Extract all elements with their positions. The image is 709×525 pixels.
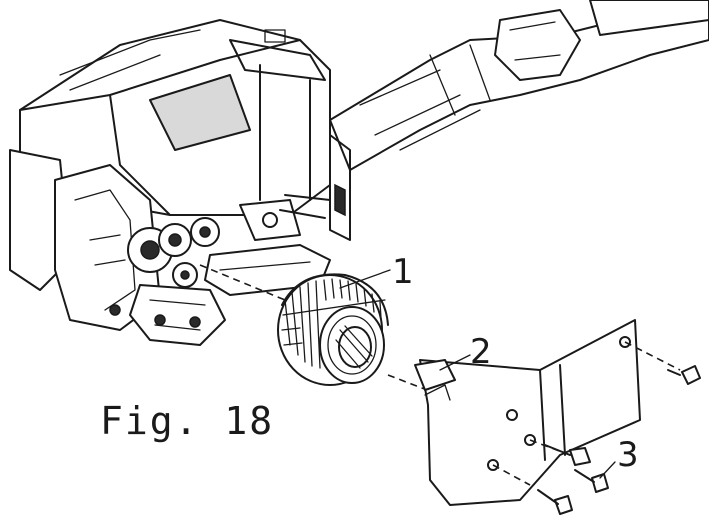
callout-3-label: 3 bbox=[617, 435, 639, 475]
part-3-screws bbox=[492, 341, 701, 515]
part-2-cover-plate bbox=[414, 319, 641, 506]
screw-middle bbox=[529, 439, 591, 466]
callout-1-leader bbox=[339, 269, 391, 289]
screw-bottom bbox=[492, 464, 573, 515]
figure-caption: Fig. 18 bbox=[100, 399, 275, 443]
handle-arm bbox=[329, 0, 709, 171]
callout-1-label: 1 bbox=[392, 252, 414, 292]
assembly-guide-line-2 bbox=[387, 374, 441, 396]
part-1-knurled-wheel bbox=[277, 273, 389, 386]
screw-top-right bbox=[624, 341, 701, 385]
knurl-texture bbox=[281, 278, 386, 369]
screw-lower-right bbox=[574, 469, 609, 493]
callout-2-label: 2 bbox=[470, 332, 492, 372]
callout-2-leader bbox=[439, 354, 471, 371]
guide-plate bbox=[204, 194, 331, 296]
main-housing bbox=[19, 19, 351, 241]
assembly-guide-line-1 bbox=[199, 264, 286, 301]
drive-assembly bbox=[9, 149, 226, 346]
callout-3-leader bbox=[599, 461, 616, 479]
